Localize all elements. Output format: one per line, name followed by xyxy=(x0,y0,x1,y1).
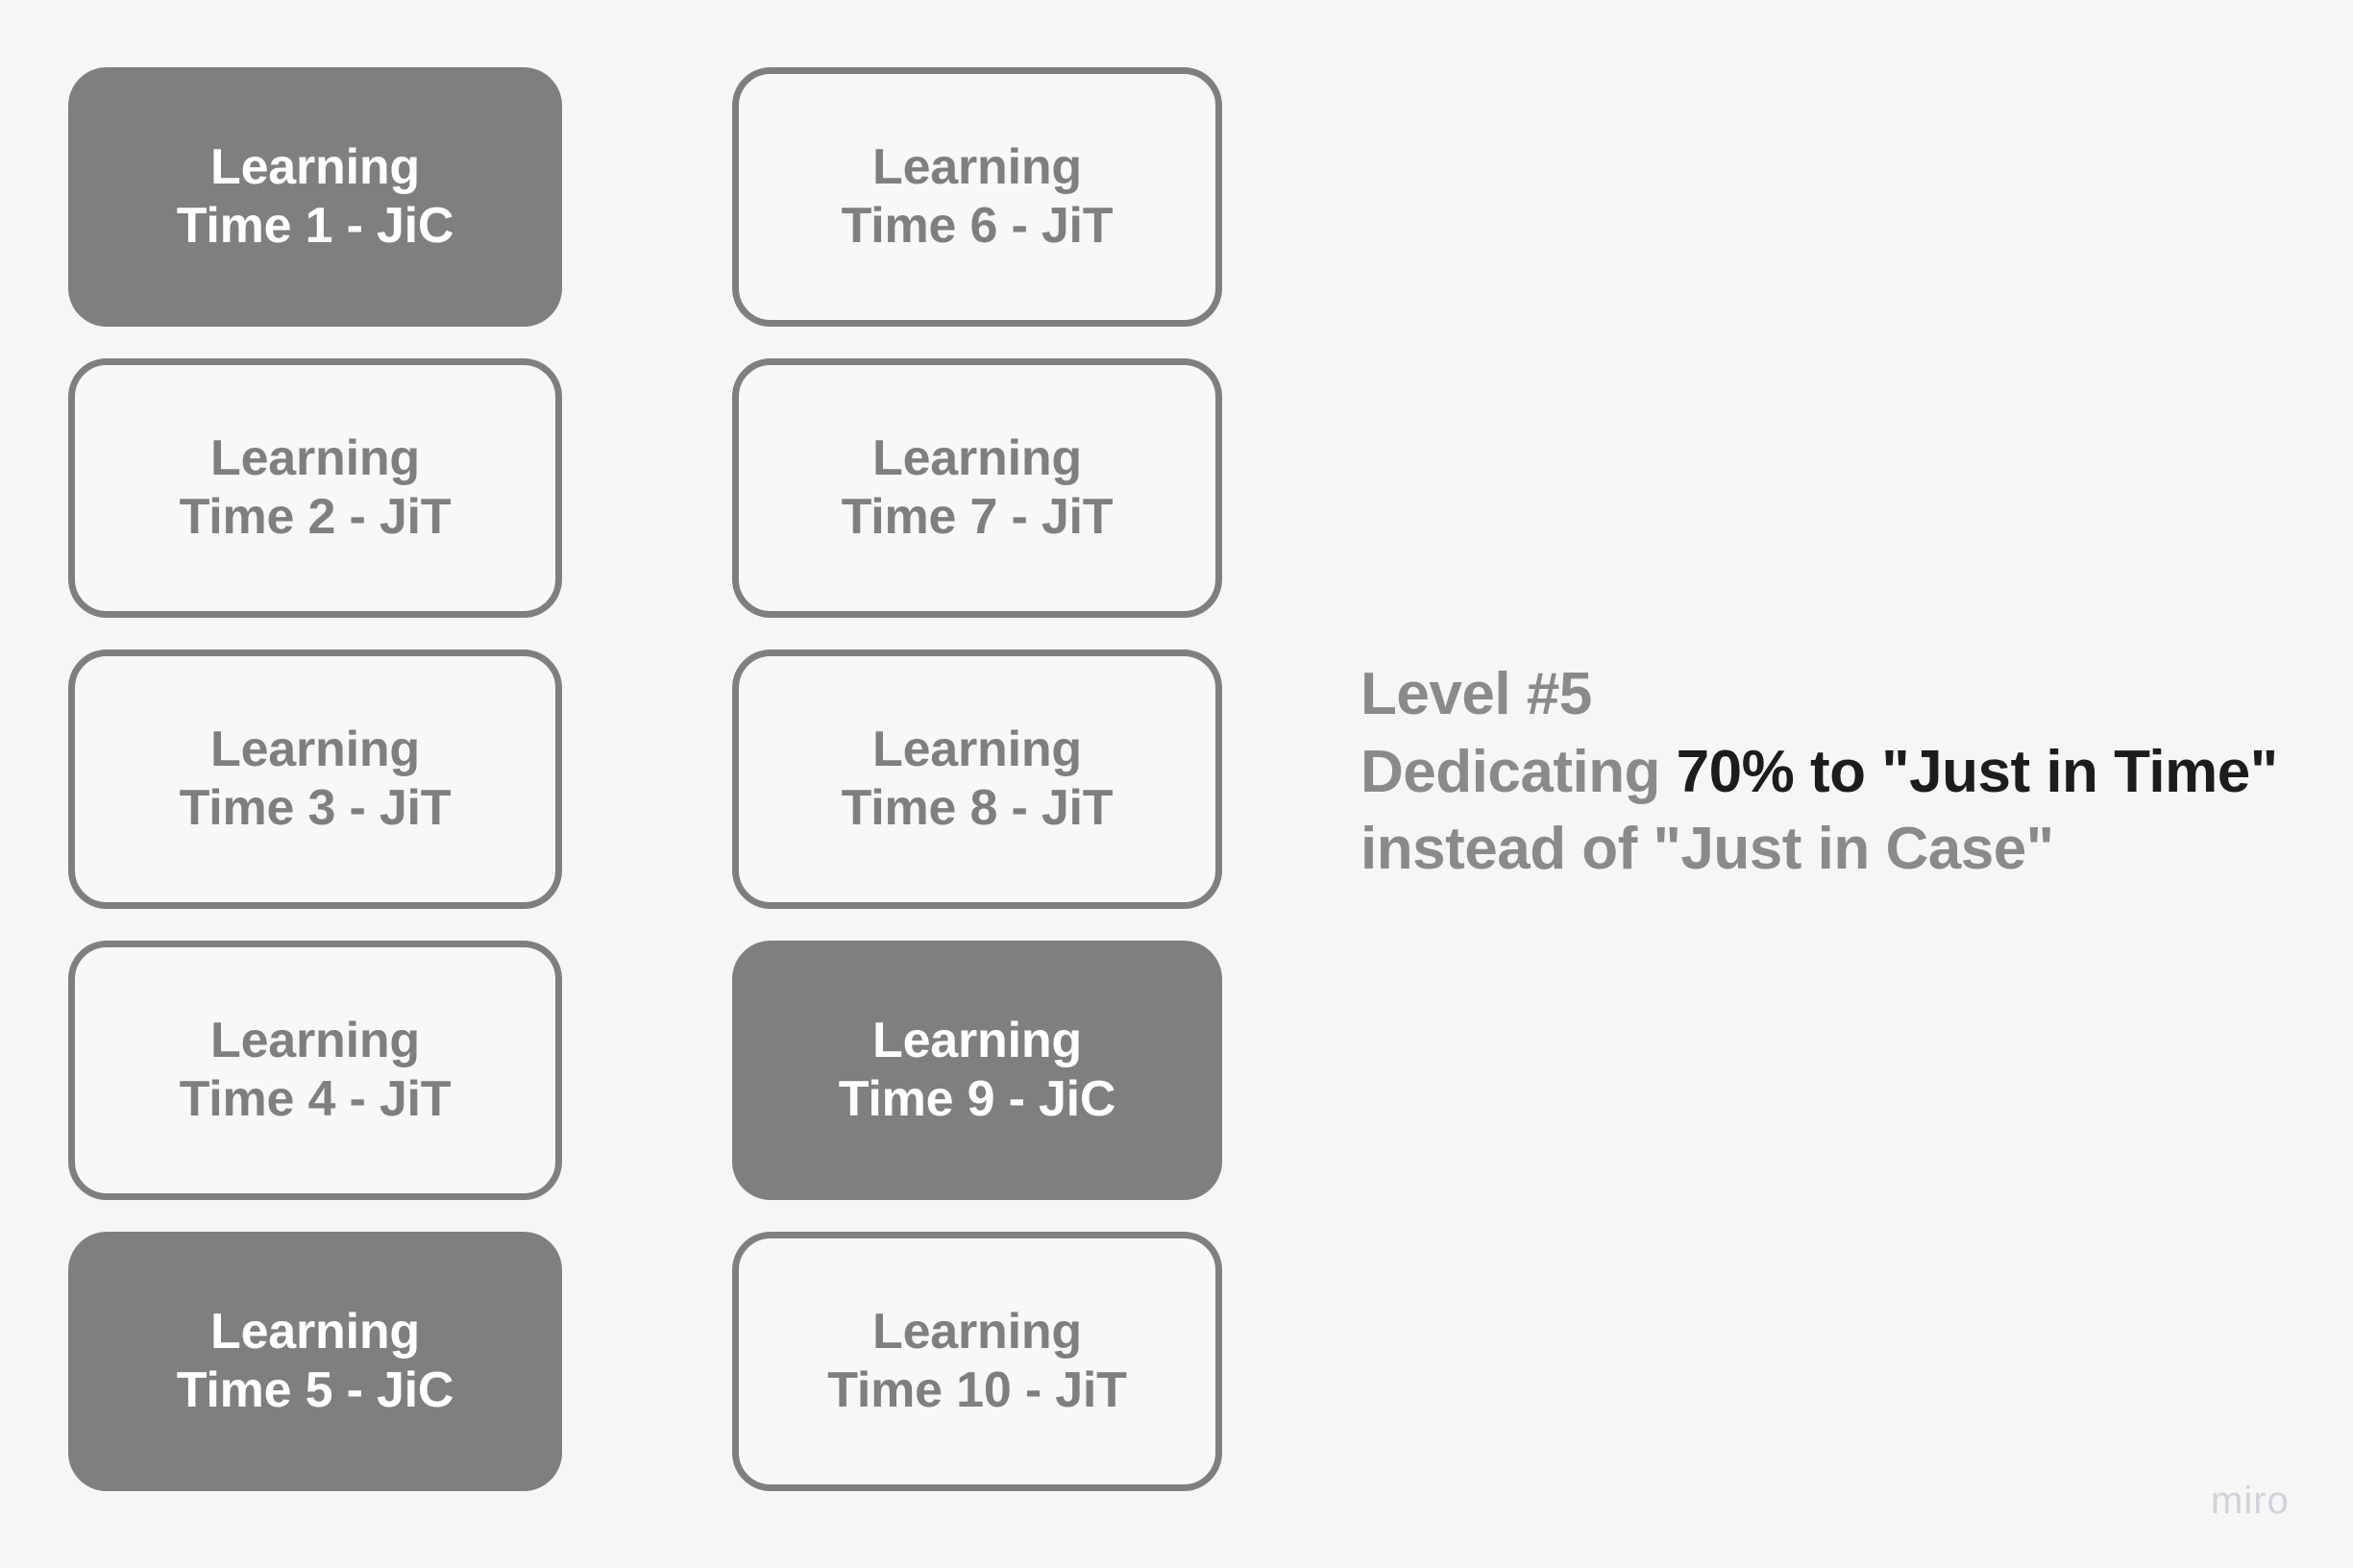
card-column-1: Learning Time 1 - JiC Learning Time 2 - … xyxy=(68,67,562,1491)
card-learning-time-6[interactable]: Learning Time 6 - JiT xyxy=(732,67,1222,327)
card-learning-time-9[interactable]: Learning Time 9 - JiC xyxy=(732,941,1222,1200)
card-learning-time-10[interactable]: Learning Time 10 - JiT xyxy=(732,1232,1222,1491)
card-learning-time-5[interactable]: Learning Time 5 - JiC xyxy=(68,1232,562,1491)
annotation-emphasis: 70% to "Just in Time" xyxy=(1676,738,2278,805)
annotation-prefix: Dedicating xyxy=(1360,738,1677,805)
annotation-text-block: Level #5 Dedicating 70% to "Just in Time… xyxy=(1360,656,2321,889)
annotation-line-instead: instead of "Just in Case" xyxy=(1360,816,2054,883)
card-learning-time-1[interactable]: Learning Time 1 - JiC xyxy=(68,67,562,327)
annotation-line-level: Level #5 xyxy=(1360,661,1592,727)
card-learning-time-3[interactable]: Learning Time 3 - JiT xyxy=(68,649,562,909)
miro-watermark: miro xyxy=(2211,1480,2290,1522)
card-column-2: Learning Time 6 - JiT Learning Time 7 - … xyxy=(732,67,1222,1491)
card-learning-time-2[interactable]: Learning Time 2 - JiT xyxy=(68,358,562,618)
card-learning-time-7[interactable]: Learning Time 7 - JiT xyxy=(732,358,1222,618)
annotation-line-dedicating: Dedicating 70% to "Just in Time" xyxy=(1360,734,2321,812)
card-learning-time-8[interactable]: Learning Time 8 - JiT xyxy=(732,649,1222,909)
card-learning-time-4[interactable]: Learning Time 4 - JiT xyxy=(68,941,562,1200)
